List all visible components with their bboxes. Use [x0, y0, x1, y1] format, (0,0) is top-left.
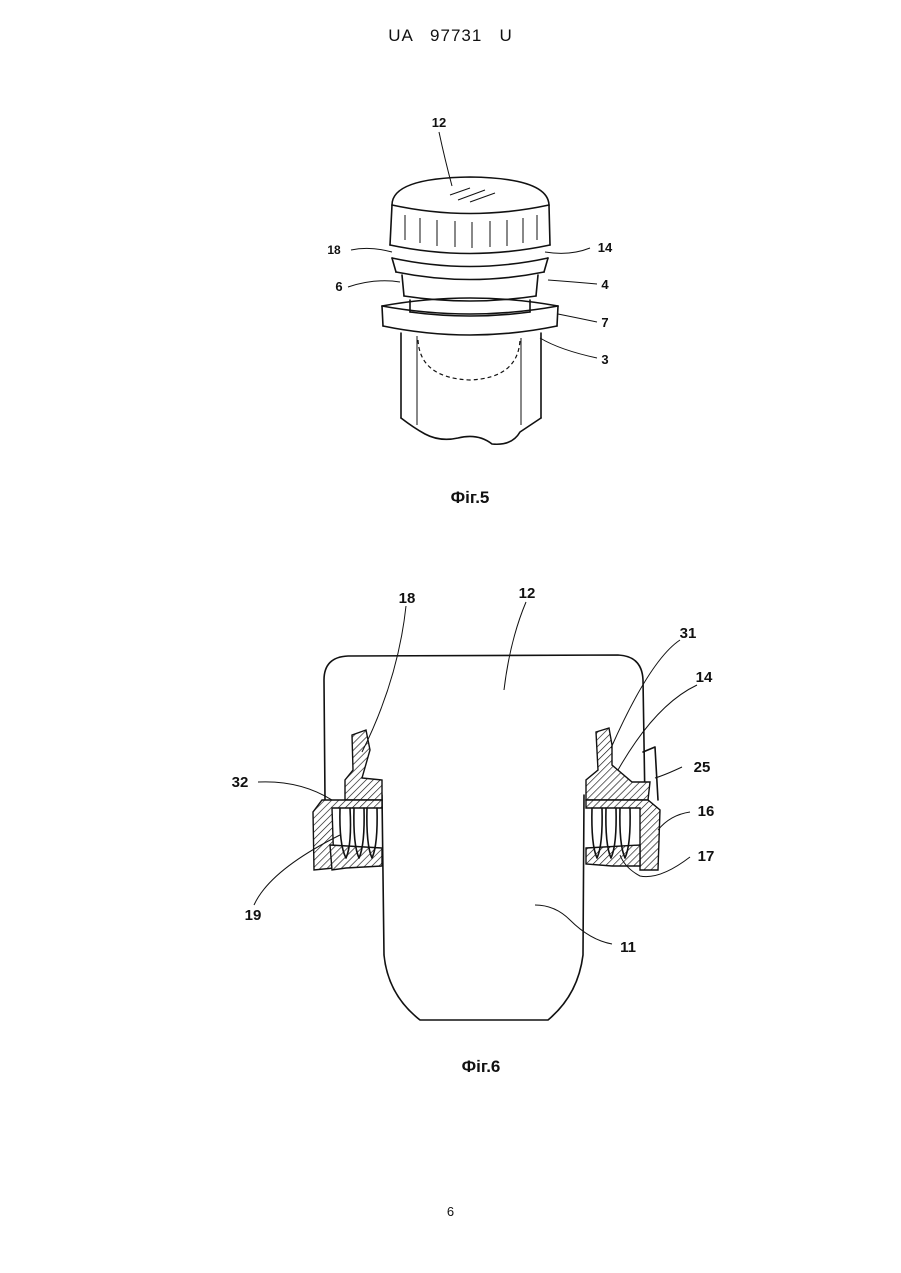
fig6-label-19: 19: [245, 907, 262, 924]
figure-6-caption: Фіг.6: [462, 1057, 501, 1076]
cap-knurling: [405, 215, 537, 248]
fig5-label-7: 7: [601, 315, 608, 330]
fig5-label-3: 3: [601, 352, 608, 367]
fig6-label-25: 25: [694, 759, 711, 776]
fig6-label-32: 32: [232, 774, 249, 791]
fig6-label-16: 16: [698, 803, 715, 820]
figure-5-caption: Фіг.5: [451, 488, 490, 507]
figure-6-drawing: 18 12 31 14 32 25 16 17 19 11 Фіг.6: [232, 585, 715, 1076]
page-number: 6: [0, 1204, 901, 1219]
figure-5-drawing: 12 18 14 6 4 7 3 Фіг.5: [327, 115, 613, 507]
fig5-label-6: 6: [335, 279, 342, 294]
fig6-label-12: 12: [519, 585, 536, 602]
right-closure-section: [586, 728, 660, 870]
fig6-label-31: 31: [680, 625, 697, 642]
fig5-label-4: 4: [601, 277, 609, 292]
fig5-label-14: 14: [598, 240, 613, 255]
left-closure-section: [313, 730, 382, 870]
fig6-label-14: 14: [696, 669, 713, 686]
fig6-label-17: 17: [698, 848, 715, 865]
fig6-label-18: 18: [399, 590, 416, 607]
fig6-label-11: 11: [620, 939, 636, 956]
fig5-label-18: 18: [327, 243, 341, 257]
fig5-label-12: 12: [432, 115, 446, 130]
